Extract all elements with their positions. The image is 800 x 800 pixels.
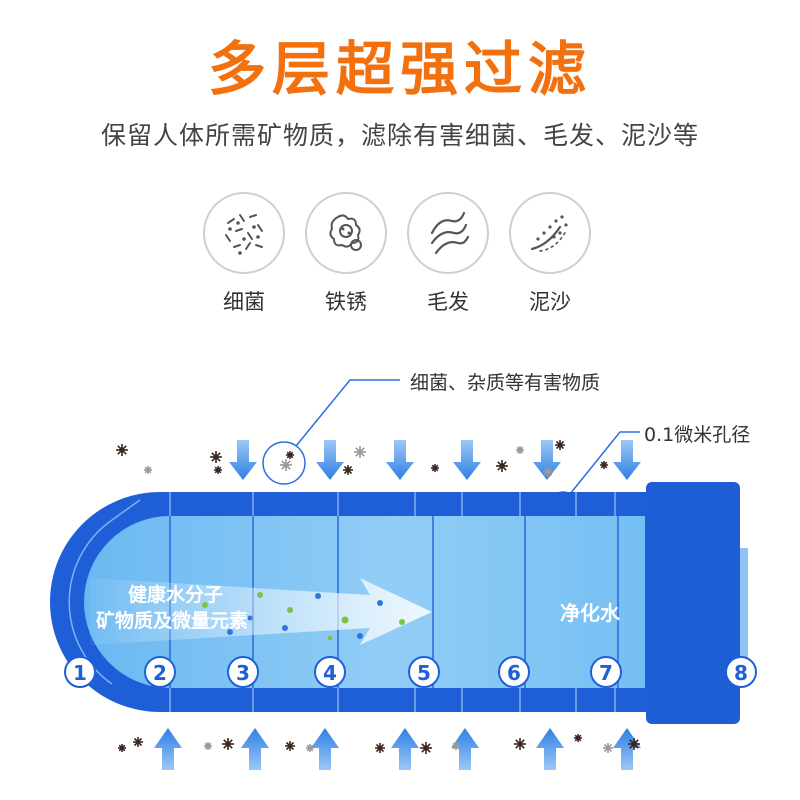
impurity-particle	[280, 459, 292, 471]
layer-badge-2: 2	[144, 656, 176, 688]
filter-item-bacteria: 细菌	[194, 192, 294, 316]
impurity-particle	[628, 738, 640, 750]
hair-icon	[407, 192, 489, 274]
inflow-arrow-up	[451, 728, 479, 770]
inflow-arrow-down	[386, 440, 414, 480]
impurity-particle	[543, 467, 553, 477]
layer-badge-5: 5	[408, 656, 440, 688]
svg-text:1: 1	[73, 661, 87, 685]
svg-text:7: 7	[599, 661, 613, 685]
impurity-particle	[420, 742, 432, 754]
layer-badge-4: 4	[314, 656, 346, 688]
rust-icon	[305, 192, 387, 274]
page-subtitle: 保留人体所需矿物质，滤除有害细菌、毛发、泥沙等	[100, 121, 699, 150]
inflow-arrow-down	[453, 440, 481, 480]
impurity-particle	[496, 460, 508, 472]
impurity-particle	[354, 446, 366, 458]
filter-item-label: 细菌	[223, 290, 265, 314]
impurity-particle	[116, 444, 128, 456]
impurity-particle	[144, 466, 152, 474]
impurity-particle	[286, 451, 294, 459]
water-flow-arrow	[90, 578, 432, 645]
sand-icon	[509, 192, 591, 274]
impurity-particle	[222, 738, 234, 750]
impurity-particle	[214, 466, 222, 474]
impurity-particle	[375, 743, 385, 753]
svg-text:4: 4	[323, 661, 337, 685]
svg-text:5: 5	[417, 661, 431, 685]
impurity-particle	[343, 465, 353, 475]
impurity-particle	[555, 440, 565, 450]
impurity-particle	[285, 741, 295, 751]
impurity-particles	[116, 440, 640, 754]
impurity-particle	[574, 734, 582, 742]
filter-item-label: 铁锈	[325, 290, 367, 314]
filter-item-rust: 铁锈	[296, 192, 396, 316]
inflow-arrows-top	[229, 440, 641, 480]
inflow-arrow-down	[316, 440, 344, 480]
filter-item-sand: 泥沙	[500, 192, 600, 316]
layer-badge-1: 1	[64, 656, 96, 688]
svg-text:6: 6	[507, 661, 521, 685]
svg-text:3: 3	[236, 661, 250, 685]
bacteria-icon	[203, 192, 285, 274]
callout-impurities-label: 细菌、杂质等有害物质	[410, 372, 601, 394]
page-title: 多层超强过滤	[207, 35, 592, 103]
layer-badge-6: 6	[498, 656, 530, 688]
inflow-arrow-down	[613, 440, 641, 480]
layer-badge-7: 7	[590, 656, 622, 688]
inflow-arrow-up	[311, 728, 339, 770]
mineral-dots	[202, 592, 405, 641]
inflow-arrow-down	[229, 440, 257, 480]
inflow-arrow-up	[613, 728, 641, 770]
filter-item-label: 泥沙	[529, 290, 571, 314]
impurity-particle	[516, 446, 524, 454]
filter-item-label: 毛发	[427, 290, 469, 314]
impurity-particle	[603, 743, 613, 753]
healthy-water-label: 健康水分子	[128, 584, 224, 606]
layer-badge-8: 8	[725, 656, 757, 688]
inflow-arrow-up	[154, 728, 182, 770]
inflow-arrow-up	[391, 728, 419, 770]
minerals-label: 矿物质及微量元素	[96, 610, 249, 632]
impurity-particle	[210, 451, 222, 463]
svg-text:8: 8	[734, 661, 748, 685]
inflow-arrow-up	[241, 728, 269, 770]
impurity-particle	[204, 742, 212, 750]
svg-text:2: 2	[153, 661, 167, 685]
callout-impurities	[262, 379, 400, 485]
filter-item-hair: 毛发	[398, 192, 498, 316]
inflow-arrows-bottom	[154, 728, 641, 770]
impurity-particle	[431, 464, 439, 472]
layer-number-badges: 1 2 3 4 5 6 7 8	[64, 656, 757, 688]
impurity-particle	[306, 744, 314, 752]
inflow-arrow-down	[533, 440, 561, 480]
impurity-particle	[118, 744, 126, 752]
layer-badge-3: 3	[227, 656, 259, 688]
impurity-particle	[133, 737, 143, 747]
callout-pore-label: 0.1微米孔径	[644, 424, 751, 446]
inflow-arrow-up	[536, 728, 564, 770]
impurity-particle	[514, 738, 526, 750]
purified-water-label: 净化水	[560, 601, 620, 625]
impurity-particle	[600, 461, 608, 469]
impurity-particle	[452, 742, 460, 750]
